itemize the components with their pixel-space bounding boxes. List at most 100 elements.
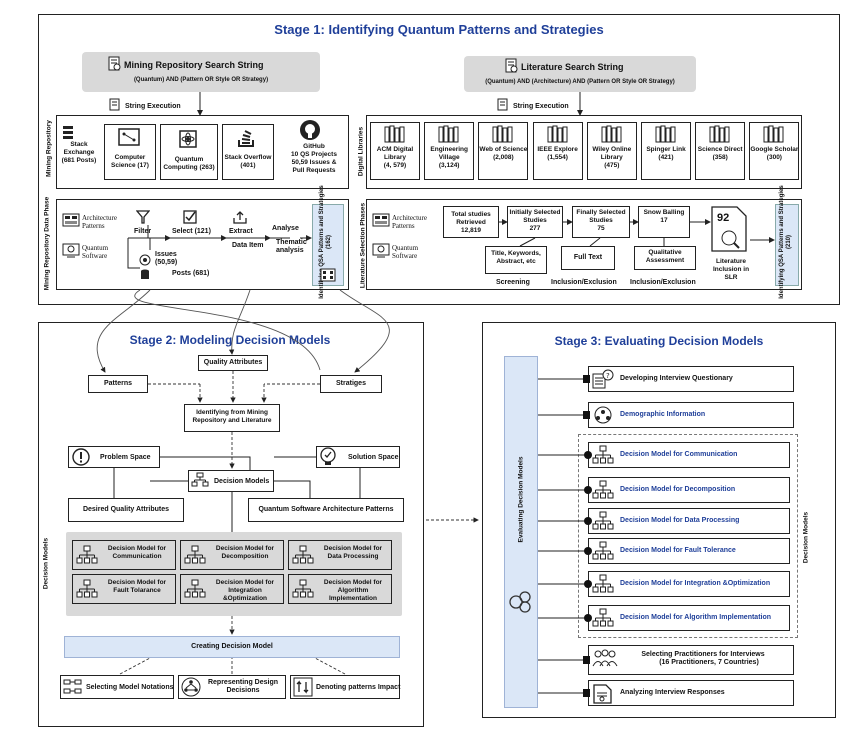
representing: Representing Design Decisions <box>207 679 278 694</box>
desired-qa: Desired Quality Attributes <box>82 506 170 513</box>
mining-repository-label: Mining Repository <box>45 120 53 177</box>
filter-icon <box>135 210 151 229</box>
decision-model-card <box>288 574 392 604</box>
filter-label: Filter <box>134 228 152 235</box>
evaluation-item <box>588 645 794 675</box>
library-books-icon <box>601 125 623 148</box>
quantum-chip-icon <box>176 127 200 156</box>
creating-decision-model: Creating Decision Model <box>191 643 273 650</box>
library-label: Engineering Village(3,124) <box>430 146 468 169</box>
evaluation-item <box>588 442 790 468</box>
snow-balling-box <box>638 206 690 238</box>
document-search-icon <box>108 56 122 77</box>
hierarchy-icon <box>592 541 614 566</box>
literature-search-box <box>464 56 696 92</box>
data-item-label: Data Item <box>232 242 264 249</box>
title-keywords-box <box>485 246 547 274</box>
literature-inclusion-value: 92 <box>717 212 730 224</box>
architecture-patterns: Architecture Patterns <box>82 214 117 230</box>
inclusion-exclusion-1: Inclusion/Exclusion <box>551 279 617 286</box>
hierarchy-icon <box>592 511 614 536</box>
decision-models: Decision Models <box>214 478 270 485</box>
stage2-side-label: Decision Models <box>42 537 50 590</box>
analyse-label: Analyse <box>272 225 299 232</box>
posts-label: Posts (681) <box>172 270 210 277</box>
literature-inclusion-label: Literature Inclusion in SLR <box>712 258 750 281</box>
evaluation-item <box>588 571 790 597</box>
notations: Selecting Model Notations <box>86 684 174 691</box>
library-books-icon <box>384 125 406 148</box>
evaluation-item-label: Selecting Practitioners for Interviews(1… <box>641 651 765 666</box>
stack-overflow-icon <box>237 128 257 153</box>
strategies: Stratiges <box>336 380 366 387</box>
database-icon <box>140 268 150 286</box>
repo-stack-overflow: Stack Overflow (401) <box>224 154 272 169</box>
repo-stack-overflow-box <box>222 124 274 180</box>
qsa-patterns-box <box>248 498 404 522</box>
quantum-software-icon <box>62 243 80 264</box>
strategies-box <box>320 375 382 393</box>
library-books-icon <box>492 125 514 148</box>
alert-icon <box>72 448 90 471</box>
total-studies-box <box>443 206 499 238</box>
qualitative-box <box>634 246 696 270</box>
library-books-icon <box>709 125 731 148</box>
string-execution-label: String Execution <box>125 103 181 110</box>
decision-model-label: Decision Model for Communication <box>107 545 167 560</box>
string-execution-label: String Execution <box>513 103 569 110</box>
problem-space-box <box>68 446 160 468</box>
evaluation-item-label: Decision Model for Data Processing <box>620 517 740 524</box>
building-icon <box>320 266 336 287</box>
document-search-icon <box>505 58 519 79</box>
screening-label: Screening <box>496 279 530 286</box>
identifying: Identifying from Mining Repository and L… <box>192 409 272 424</box>
library-label: Spinger Link(421) <box>646 146 686 161</box>
string-execution-icon <box>109 98 121 117</box>
stage2-title: Stage 2: Modeling Decision Models <box>129 333 331 347</box>
evaluation-item-label: Decision Model for Integration &Optimiza… <box>620 580 771 587</box>
mining-phase-label: Mining Repository Data Phase <box>43 196 51 291</box>
target-icon <box>139 253 151 271</box>
identifying-qsa-lit: Identifying QSA Patterns and Strategies … <box>779 185 792 299</box>
repo-computer-science: Computer Science (17) <box>111 154 149 169</box>
repo-stack-exchange: Stack Exchange(681 Posts) <box>61 141 97 164</box>
desired-qa-box <box>68 498 184 522</box>
hierarchy-icon <box>292 545 314 570</box>
literature-search-query: (Quantum) AND (Architecture) AND (Patter… <box>485 79 675 85</box>
hierarchy-icon <box>592 608 614 633</box>
evaluation-item-label: Analyzing Interview Responses <box>620 689 725 696</box>
evaluation-item-label: Demographic Information <box>620 411 706 418</box>
evaluation-item-label: Decision Model for Decomposition <box>620 486 736 493</box>
idea-icon <box>318 446 338 471</box>
problem-space: Problem Space <box>100 454 151 461</box>
hierarchy-icon <box>191 472 209 493</box>
architecture-patterns: Architecture Patterns <box>392 214 427 230</box>
evaluating-bar <box>504 356 538 708</box>
evaluation-item <box>588 366 794 392</box>
library-label: ACM Digital Library(4, 579) <box>376 146 414 169</box>
evaluation-item-label: Decision Model for Algorithm Implementat… <box>620 614 772 621</box>
inclusion-exclusion-2: Inclusion/Exclusion <box>630 279 696 286</box>
upload-icon <box>233 210 247 229</box>
checkbox-icon <box>183 210 197 229</box>
evaluation-item-label: Developing Interview Questionary <box>620 375 733 382</box>
decision-model-label: Decision Model for Decomposition <box>215 545 275 560</box>
quality-attributes: Quality Attributes <box>203 359 263 366</box>
literature-search-title: Literature Search String <box>521 62 624 72</box>
evaluation-item <box>588 680 794 706</box>
library-box <box>641 122 691 180</box>
practitioners-icon <box>592 648 618 675</box>
decision-models-box <box>188 470 274 492</box>
arrows-icon <box>293 677 313 702</box>
decision-model-label: Decision Model for Data Processing <box>323 545 383 560</box>
patterns: Patterns <box>103 380 132 387</box>
stage3-title: Stage 3: Evaluating Decision Models <box>554 334 764 348</box>
evaluation-item <box>588 538 790 564</box>
solution-space-box <box>316 446 400 468</box>
questionnaire-icon: ? <box>592 369 614 394</box>
decision-model-label: Decision Model for Fault Tolarance <box>107 579 167 594</box>
finally-selected-box <box>572 206 630 238</box>
evaluating-bar-label: Evaluating Decision Models <box>517 456 525 543</box>
